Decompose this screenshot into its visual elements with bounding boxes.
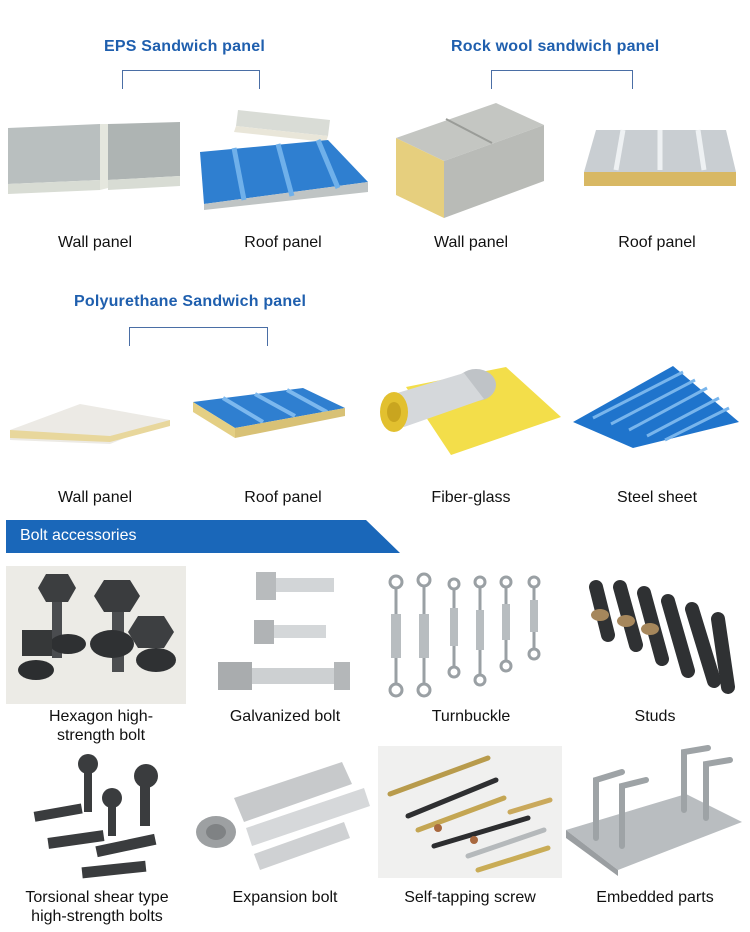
bolt-label-line1: Torsional shear type [25, 889, 169, 906]
bolt-label-line1: Embedded parts [596, 889, 714, 906]
hexagon-bolt-image [6, 566, 186, 704]
bolt-label-line1: Turnbuckle [431, 708, 511, 725]
bolt-label-line2: high-strength bolts [31, 908, 163, 925]
pu-group-title: Polyurethane Sandwich panel [74, 293, 307, 310]
turnbuckle-image [388, 572, 541, 698]
torsional-shear-bolt-image [33, 754, 158, 879]
product-label: Fiber-glass [431, 489, 511, 506]
bolt-label-line1: Hexagon high- [48, 708, 154, 725]
studs-image [589, 580, 735, 694]
rockwool-roof-panel-image [584, 129, 736, 186]
product-label: Roof panel [244, 234, 322, 251]
rockwool-bracket [491, 70, 633, 89]
product-label: Wall panel [433, 234, 509, 251]
rockwool-group-title: Rock wool sandwich panel [451, 38, 660, 55]
rockwool-wall-panel-image [396, 103, 544, 218]
product-label: Roof panel [244, 489, 322, 506]
galvanized-bolt-image [218, 572, 350, 690]
bolt-label-line1: Expansion bolt [232, 889, 338, 906]
bolt-label-line1: Galvanized bolt [229, 708, 341, 725]
pu-bracket [129, 327, 268, 346]
eps-bracket [122, 70, 260, 89]
pu-roof-panel-image [193, 388, 345, 438]
product-label: Steel sheet [616, 489, 698, 506]
eps-wall-panel-image [8, 122, 180, 194]
bolt-label-line1: Studs [634, 708, 676, 725]
bolt-label-line1: Self-tapping screw [404, 889, 536, 906]
expansion-bolt-image [196, 762, 370, 870]
bolt-label-line2: strength bolt [56, 727, 146, 744]
bolt-section-banner [6, 520, 400, 553]
eps-group-title: EPS Sandwich panel [104, 38, 265, 55]
product-label: Roof panel [618, 234, 696, 251]
bolt-section-title: Bolt accessories [20, 527, 137, 544]
pu-wall-panel-image [10, 404, 170, 444]
self-tapping-screw-image [378, 746, 562, 878]
embedded-parts-image [566, 745, 742, 876]
eps-roof-panel-image [200, 110, 368, 210]
product-label: Wall panel [57, 489, 133, 506]
steel-sheet-image [573, 366, 739, 448]
product-label: Wall panel [57, 234, 133, 251]
fiberglass-roll-image [380, 367, 561, 455]
